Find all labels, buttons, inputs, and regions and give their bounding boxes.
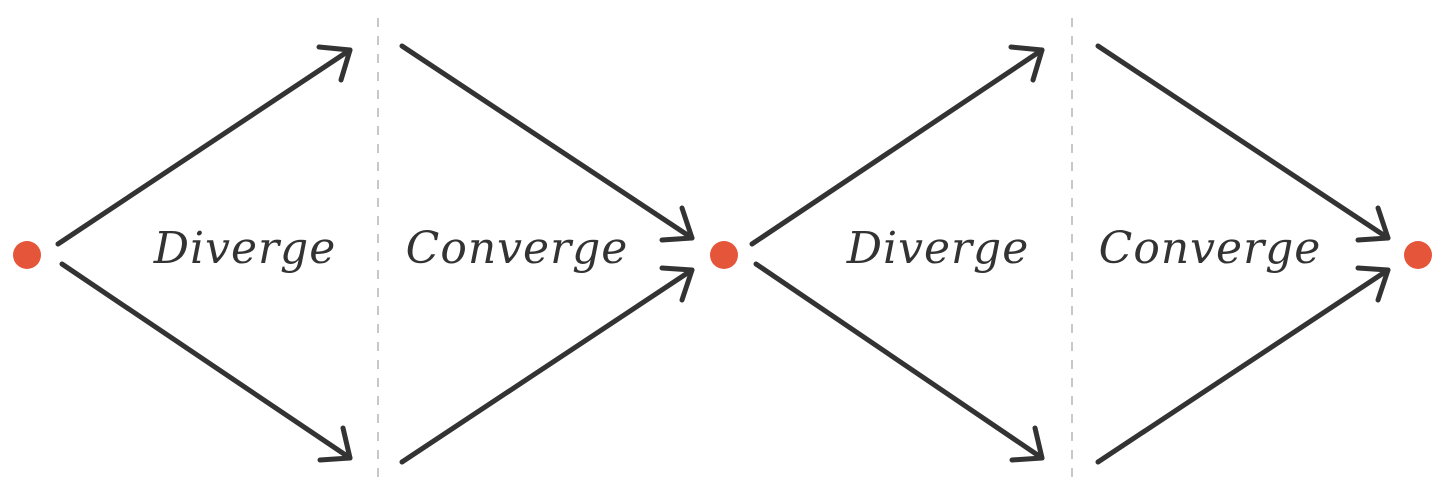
converge-arrow-up-1 <box>399 265 695 465</box>
converge-arrow-up-2 <box>1095 265 1391 465</box>
phase-label-diverge-2: Diverge <box>846 223 1029 274</box>
end-node <box>1404 241 1432 269</box>
start-node <box>13 241 41 269</box>
diverge-arrow-down-2 <box>753 261 1045 463</box>
diverge-arrow-up-1 <box>55 44 353 247</box>
diverge-arrow-down-1 <box>59 261 353 463</box>
converge-arrow-down-2 <box>1095 43 1391 243</box>
converge-arrow-down-1 <box>399 43 695 243</box>
diverge-arrow-up-2 <box>749 44 1045 247</box>
phase-label-converge-2: Converge <box>1099 223 1322 274</box>
phase-label-diverge-1: Diverge <box>153 223 336 274</box>
phase-label-converge-1: Converge <box>406 223 629 274</box>
middle-node <box>710 241 738 269</box>
